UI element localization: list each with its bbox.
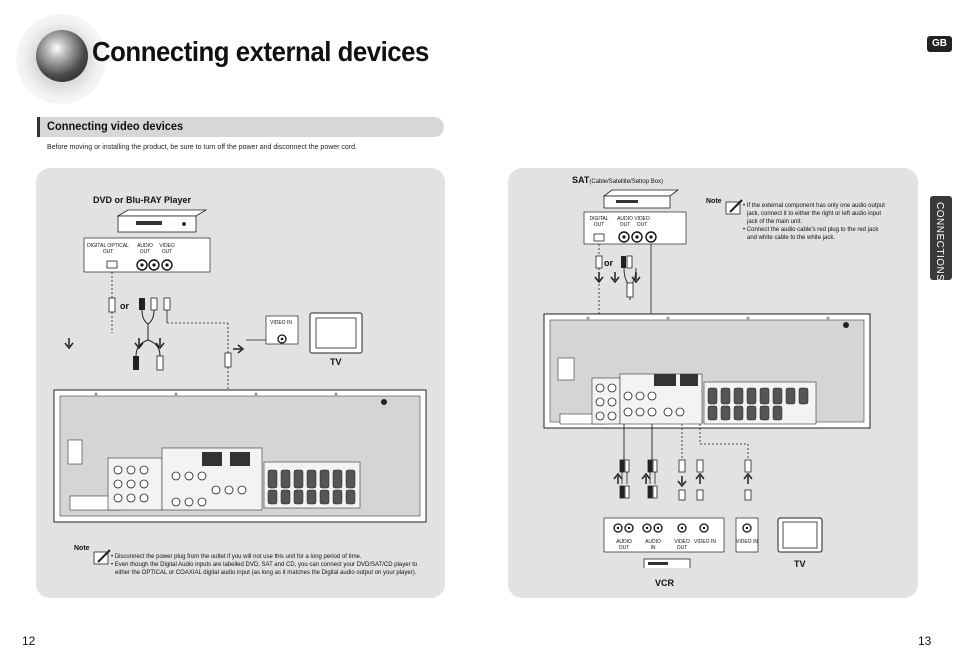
section-heading-bar <box>37 117 444 137</box>
note-line: • Connect the audio cable's red plug to … <box>743 227 879 233</box>
tv-video-in-label: VIDEO IN <box>270 320 292 326</box>
dvd-player-icon <box>116 209 208 233</box>
jack-icon <box>161 259 173 271</box>
dvd-connection-diagram <box>53 209 427 523</box>
note-line: jack, connect it to either the right or … <box>747 211 882 217</box>
section-title: Connecting video devices <box>47 119 184 133</box>
vcr-audio-in-label: AUDIO IN <box>645 539 661 551</box>
right-note-text: • If the external component has only one… <box>743 202 913 242</box>
speaker-cone-icon <box>36 30 88 82</box>
left-note-text: • Disconnect the power plug from the out… <box>111 553 441 577</box>
audio-out-label: AUDIO OUT <box>137 243 153 255</box>
or-label: or <box>120 301 129 311</box>
sat-label: SAT(Cable/Satellite/Settop Box) <box>572 175 663 185</box>
receiver-rear-panel <box>543 313 871 429</box>
intro-text: Before moving or installing the product,… <box>47 144 357 151</box>
sat-subtitle: (Cable/Satellite/Settop Box) <box>589 179 664 185</box>
video-out-label: VIDEO OUT <box>159 243 175 255</box>
sat-title: SAT <box>572 175 590 185</box>
tv-video-in-label: VIDEO IN <box>736 539 758 545</box>
note-badge: Note <box>74 545 90 552</box>
settop-box-icon <box>602 189 680 209</box>
tv-icon <box>309 312 363 354</box>
vcr-label: VCR <box>655 578 675 588</box>
note-line: and white cable to the white jack. <box>747 235 836 241</box>
note-line: • If the external component has only one… <box>743 203 885 209</box>
tv-icon <box>777 517 823 553</box>
tv-label: TV <box>794 559 806 569</box>
digital-out-label: DIGITAL OUT <box>589 216 609 228</box>
sat-connection-diagram <box>543 189 871 568</box>
side-tab-label: CONNECTIONS <box>934 202 945 282</box>
note-line: either the OPTICAL or COAXIAL digital au… <box>115 570 417 576</box>
pencil-note-icon <box>93 549 111 565</box>
jack-icon <box>645 231 657 243</box>
page-number-right: 13 <box>918 634 932 648</box>
page-number-left: 12 <box>22 634 36 648</box>
audio-out-label: AUDIO OUT <box>617 216 633 228</box>
dvd-player-label: DVD or Blu-RAY Player <box>93 195 192 205</box>
tv-label: TV <box>330 357 342 367</box>
note-badge: Note <box>706 198 722 205</box>
vcr-video-out-label: VIDEO OUT <box>674 539 690 551</box>
note-line: • Even though the Digital Audio inputs a… <box>111 562 418 568</box>
pencil-note-icon <box>725 199 743 215</box>
digital-optical-out-label: DIGITAL OPTICAL OUT <box>87 243 129 255</box>
or-label: or <box>604 258 613 268</box>
note-line: • Disconnect the power plug from the out… <box>111 554 362 560</box>
vcr-icon <box>643 558 691 568</box>
vcr-video-in-label: VIDEO IN <box>694 539 716 545</box>
jack-icon <box>631 231 643 243</box>
jack-icon <box>618 231 630 243</box>
tv-jack-box <box>735 517 759 553</box>
vcr-audio-out-label: AUDIO OUT <box>616 539 632 551</box>
language-badge: GB <box>927 36 952 52</box>
page-title: Connecting external devices <box>92 36 429 67</box>
receiver-rear-panel <box>53 389 427 523</box>
jack-icon <box>148 259 160 271</box>
connections-side-tab: CONNECTIONS <box>930 196 952 282</box>
jack-icon <box>136 259 148 271</box>
note-line: jack of the main unit. <box>747 219 803 225</box>
video-out-label: VIDEO OUT <box>634 216 650 228</box>
jack-icon <box>277 334 287 344</box>
